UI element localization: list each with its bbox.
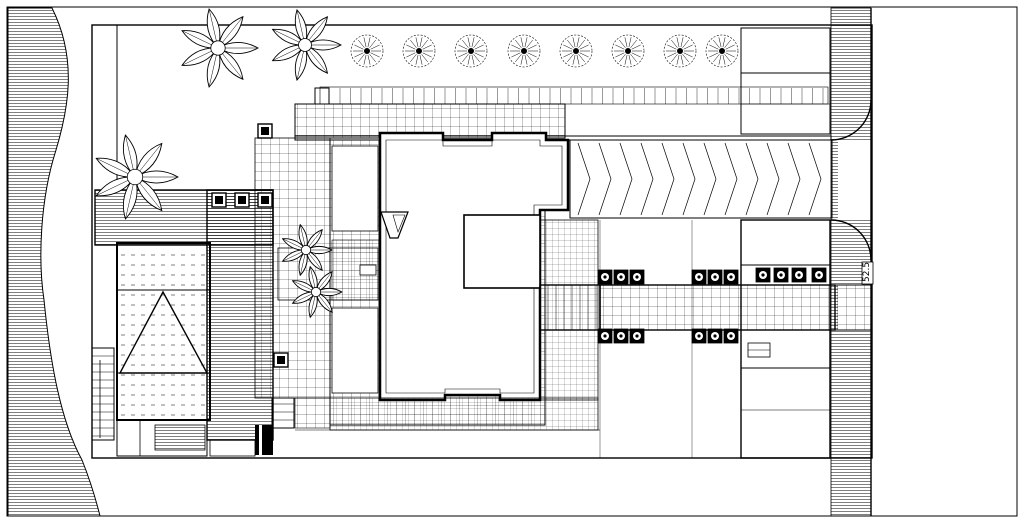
small-tree (507, 34, 541, 68)
small-tree (402, 34, 436, 68)
terrain-edge (7, 7, 101, 517)
skylight (257, 123, 273, 139)
parking-bays-top (740, 27, 831, 135)
walkway-east (539, 284, 872, 331)
large-trees (95, 8, 343, 319)
tree-row (350, 34, 739, 68)
planter (791, 267, 807, 283)
site-boundary (91, 24, 873, 459)
driveway-chevron (569, 139, 833, 219)
elevation-annotation: 52.5 (861, 261, 874, 285)
planter (691, 328, 707, 344)
drawing-frame (6, 6, 1018, 517)
skylight (234, 192, 250, 208)
planter (613, 269, 629, 285)
planter (707, 269, 723, 285)
planter (613, 328, 629, 344)
large-tree (281, 223, 333, 277)
planter (629, 328, 645, 344)
west-annex (91, 189, 295, 457)
planter (811, 267, 827, 283)
skylight (211, 192, 227, 208)
planter (773, 267, 789, 283)
skylight (257, 192, 273, 208)
skylights (211, 123, 289, 368)
planter (723, 328, 739, 344)
planter (723, 269, 739, 285)
top-parking-strip (314, 86, 829, 105)
main-building (329, 131, 570, 426)
planter (707, 328, 723, 344)
small-tree (454, 34, 488, 68)
large-tree (291, 265, 343, 319)
small-tree (559, 34, 593, 68)
planter (629, 269, 645, 285)
elevation-label: 52.5 (862, 262, 872, 282)
planter (597, 328, 613, 344)
small-tree (611, 34, 645, 68)
large-tree (271, 9, 342, 81)
skylight (273, 352, 289, 368)
planters (597, 267, 827, 344)
small-tree (663, 34, 697, 68)
large-tree (181, 8, 259, 88)
paving-band-south (329, 397, 599, 431)
planter (691, 269, 707, 285)
east-building (740, 219, 831, 459)
planter (755, 267, 771, 283)
small-tree (350, 34, 384, 68)
small-tree (705, 34, 739, 68)
large-tree (95, 134, 179, 220)
planter (597, 269, 613, 285)
